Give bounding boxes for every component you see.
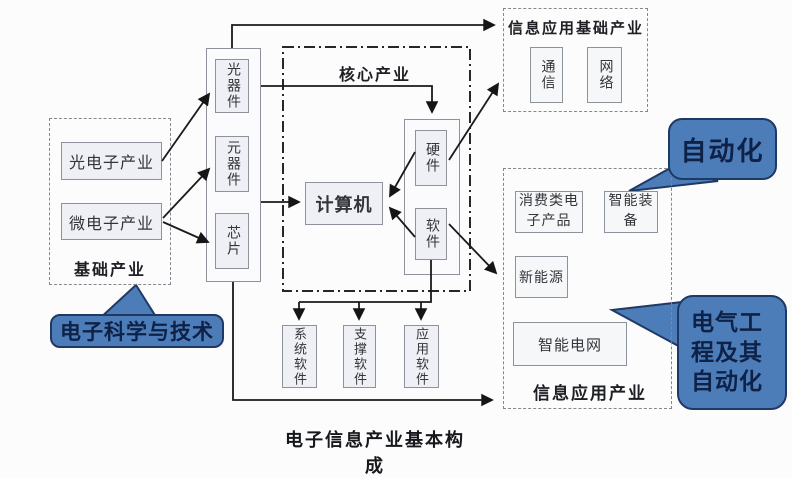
- node-hardware: 硬件: [415, 130, 447, 186]
- node-system-software: 系统软件: [282, 325, 317, 388]
- arrow-column-to-info-basic: [231, 18, 496, 48]
- node-microelectronics: 微电子产业: [61, 203, 162, 240]
- core-industry-title: 核心产业: [338, 67, 411, 84]
- group-info-app-industry: [503, 168, 672, 409]
- diagram-caption: 电子信息产业基本构成: [285, 430, 465, 476]
- node-components: 元器件: [215, 136, 249, 192]
- diagram-canvas: 核心产业 基础产业 信息应用基础产业 信息应用产业 电子信息产业基本构成 光电子…: [49, 8, 787, 476]
- node-network: 网络: [587, 47, 622, 103]
- node-computer: 计算机: [305, 182, 383, 225]
- basic-industry-title: 基础产业: [73, 262, 146, 279]
- node-optoelectronics: 光电子产业: [61, 142, 162, 180]
- node-smart-grid: 智能电网: [513, 322, 627, 366]
- callout-electronic-science: 电子科学与技术: [50, 314, 224, 348]
- node-telecom: 通信: [530, 47, 563, 103]
- group-info-basic-industry: [503, 8, 648, 112]
- node-smart-equipment: 智能装备: [604, 191, 658, 233]
- node-consumer-electronics: 消费类电子产品: [515, 191, 583, 233]
- node-support-software: 支撑软件: [343, 325, 376, 388]
- info-app-industry-title: 信息应用产业: [533, 384, 647, 403]
- node-chips: 芯片: [215, 213, 249, 269]
- callout-electrical-engineering: 电气工程及其自动化: [677, 295, 787, 410]
- node-application-software: 应用软件: [404, 325, 439, 388]
- node-optical-devices: 光器件: [215, 59, 249, 113]
- node-new-energy: 新能源: [515, 256, 568, 298]
- arrow-optical-to-hw-container: [261, 85, 439, 114]
- node-software: 软件: [415, 208, 447, 260]
- callout-automation: 自动化: [668, 118, 777, 180]
- info-basic-industry-title: 信息应用基础产业: [507, 21, 644, 37]
